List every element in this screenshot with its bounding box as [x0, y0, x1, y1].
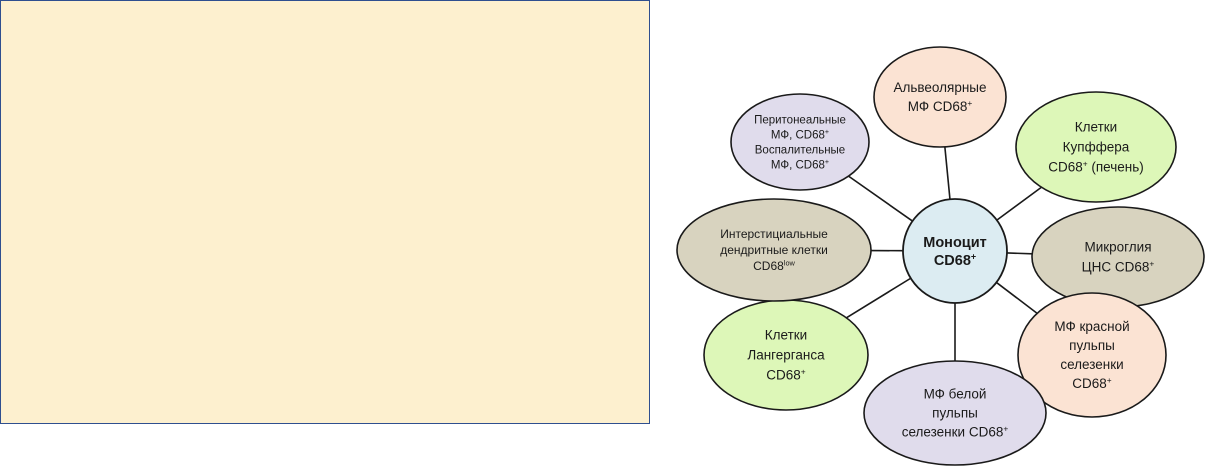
node-microglia [1031, 206, 1205, 308]
connector-kupffer [996, 186, 1042, 221]
blank-panel [0, 0, 650, 424]
connector-red-pulp [995, 281, 1038, 315]
node-alveolar [873, 46, 1007, 148]
connector-langerhans [846, 277, 912, 319]
connector-microglia [1006, 252, 1033, 255]
center-node-monocyte [902, 198, 1008, 304]
node-kupffer [1015, 91, 1177, 203]
connector-peritoneal [848, 175, 913, 222]
node-interstitial-dc [676, 198, 872, 302]
node-red-pulp [1017, 292, 1167, 418]
node-peritoneal [730, 93, 870, 191]
connector-alveolar [944, 146, 951, 200]
node-white-pulp [863, 360, 1047, 466]
